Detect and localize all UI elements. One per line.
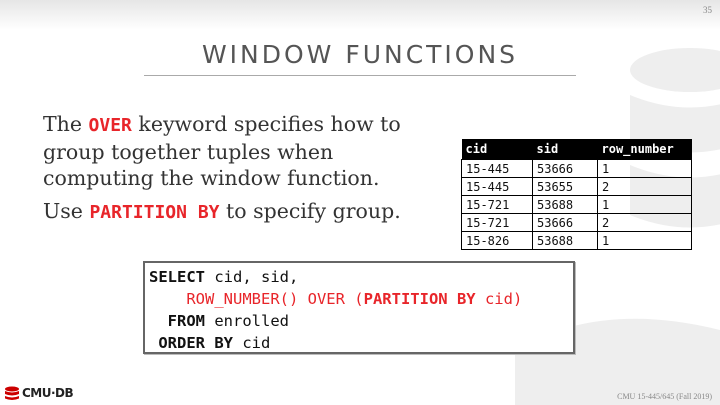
- column-header-row-number: row_number: [597, 139, 692, 160]
- table-cell: 53655: [532, 177, 598, 196]
- text-span: The: [43, 112, 89, 136]
- sql-text: cid, sid,: [205, 268, 299, 286]
- table-cell: 1: [597, 231, 692, 250]
- title-divider: [144, 75, 576, 76]
- database-icon: [5, 386, 19, 400]
- text-span: to specify group.: [219, 199, 401, 223]
- table-cell: 15-445: [461, 159, 533, 178]
- table-cell: 53688: [532, 195, 598, 214]
- body-text: The OVER keyword specifies how to group …: [43, 111, 403, 233]
- course-footer: CMU 15-445/645 (Fall 2019): [617, 392, 712, 401]
- table-row: 15-721 53666 2: [461, 213, 692, 232]
- table-cell: 1: [597, 159, 692, 178]
- slide-title: WINDOW FUNCTIONS: [201, 40, 519, 69]
- sql-keyword: SELECT: [149, 268, 205, 286]
- table-cell: 15-721: [461, 213, 533, 232]
- table-cell: 53666: [532, 213, 598, 232]
- table-cell: 1: [597, 195, 692, 214]
- sql-keyword: ORDER BY: [158, 334, 233, 352]
- table-cell: 2: [597, 213, 692, 232]
- table-header-row: cid sid row_number: [461, 139, 692, 160]
- sql-code-box: SELECT cid, sid, ROW_NUMBER() OVER (PART…: [143, 261, 575, 354]
- cmu-db-logo: CMU·DB: [4, 385, 74, 401]
- sql-keyword: FROM: [167, 312, 205, 330]
- table-row: 15-445 53655 2: [461, 177, 692, 196]
- table-cell: 2: [597, 177, 692, 196]
- text-span: keyword specifies how to group together …: [43, 112, 401, 190]
- table-row: 15-721 53688 1: [461, 195, 692, 214]
- paragraph-over: The OVER keyword specifies how to group …: [43, 111, 403, 191]
- table-cell: 53688: [532, 231, 598, 250]
- logo-text: CMU·DB: [22, 386, 74, 400]
- table-cell: 53666: [532, 159, 598, 178]
- keyword-over: OVER: [88, 115, 132, 136]
- sql-function: ROW_NUMBER() OVER (: [186, 290, 364, 308]
- sql-text: cid): [475, 290, 523, 308]
- sql-text: cid: [233, 334, 271, 352]
- column-header-cid: cid: [461, 139, 533, 160]
- result-table: cid sid row_number 15-445 53666 1 15-445…: [461, 139, 692, 250]
- keyword-partition-by: PARTITION BY: [89, 202, 220, 223]
- paragraph-partition: Use PARTITION BY to specify group.: [43, 198, 403, 226]
- table-cell: 15-445: [461, 177, 533, 196]
- sql-keyword: PARTITION BY: [363, 290, 476, 308]
- sql-text: enrolled: [205, 312, 289, 330]
- table-cell: 15-721: [461, 195, 533, 214]
- column-header-sid: sid: [532, 139, 598, 160]
- table-cell: 15-826: [461, 231, 533, 250]
- text-span: Use: [43, 199, 90, 223]
- table-row: 15-826 53688 1: [461, 231, 692, 250]
- page-number: 35: [703, 5, 712, 15]
- table-row: 15-445 53666 1: [461, 159, 692, 178]
